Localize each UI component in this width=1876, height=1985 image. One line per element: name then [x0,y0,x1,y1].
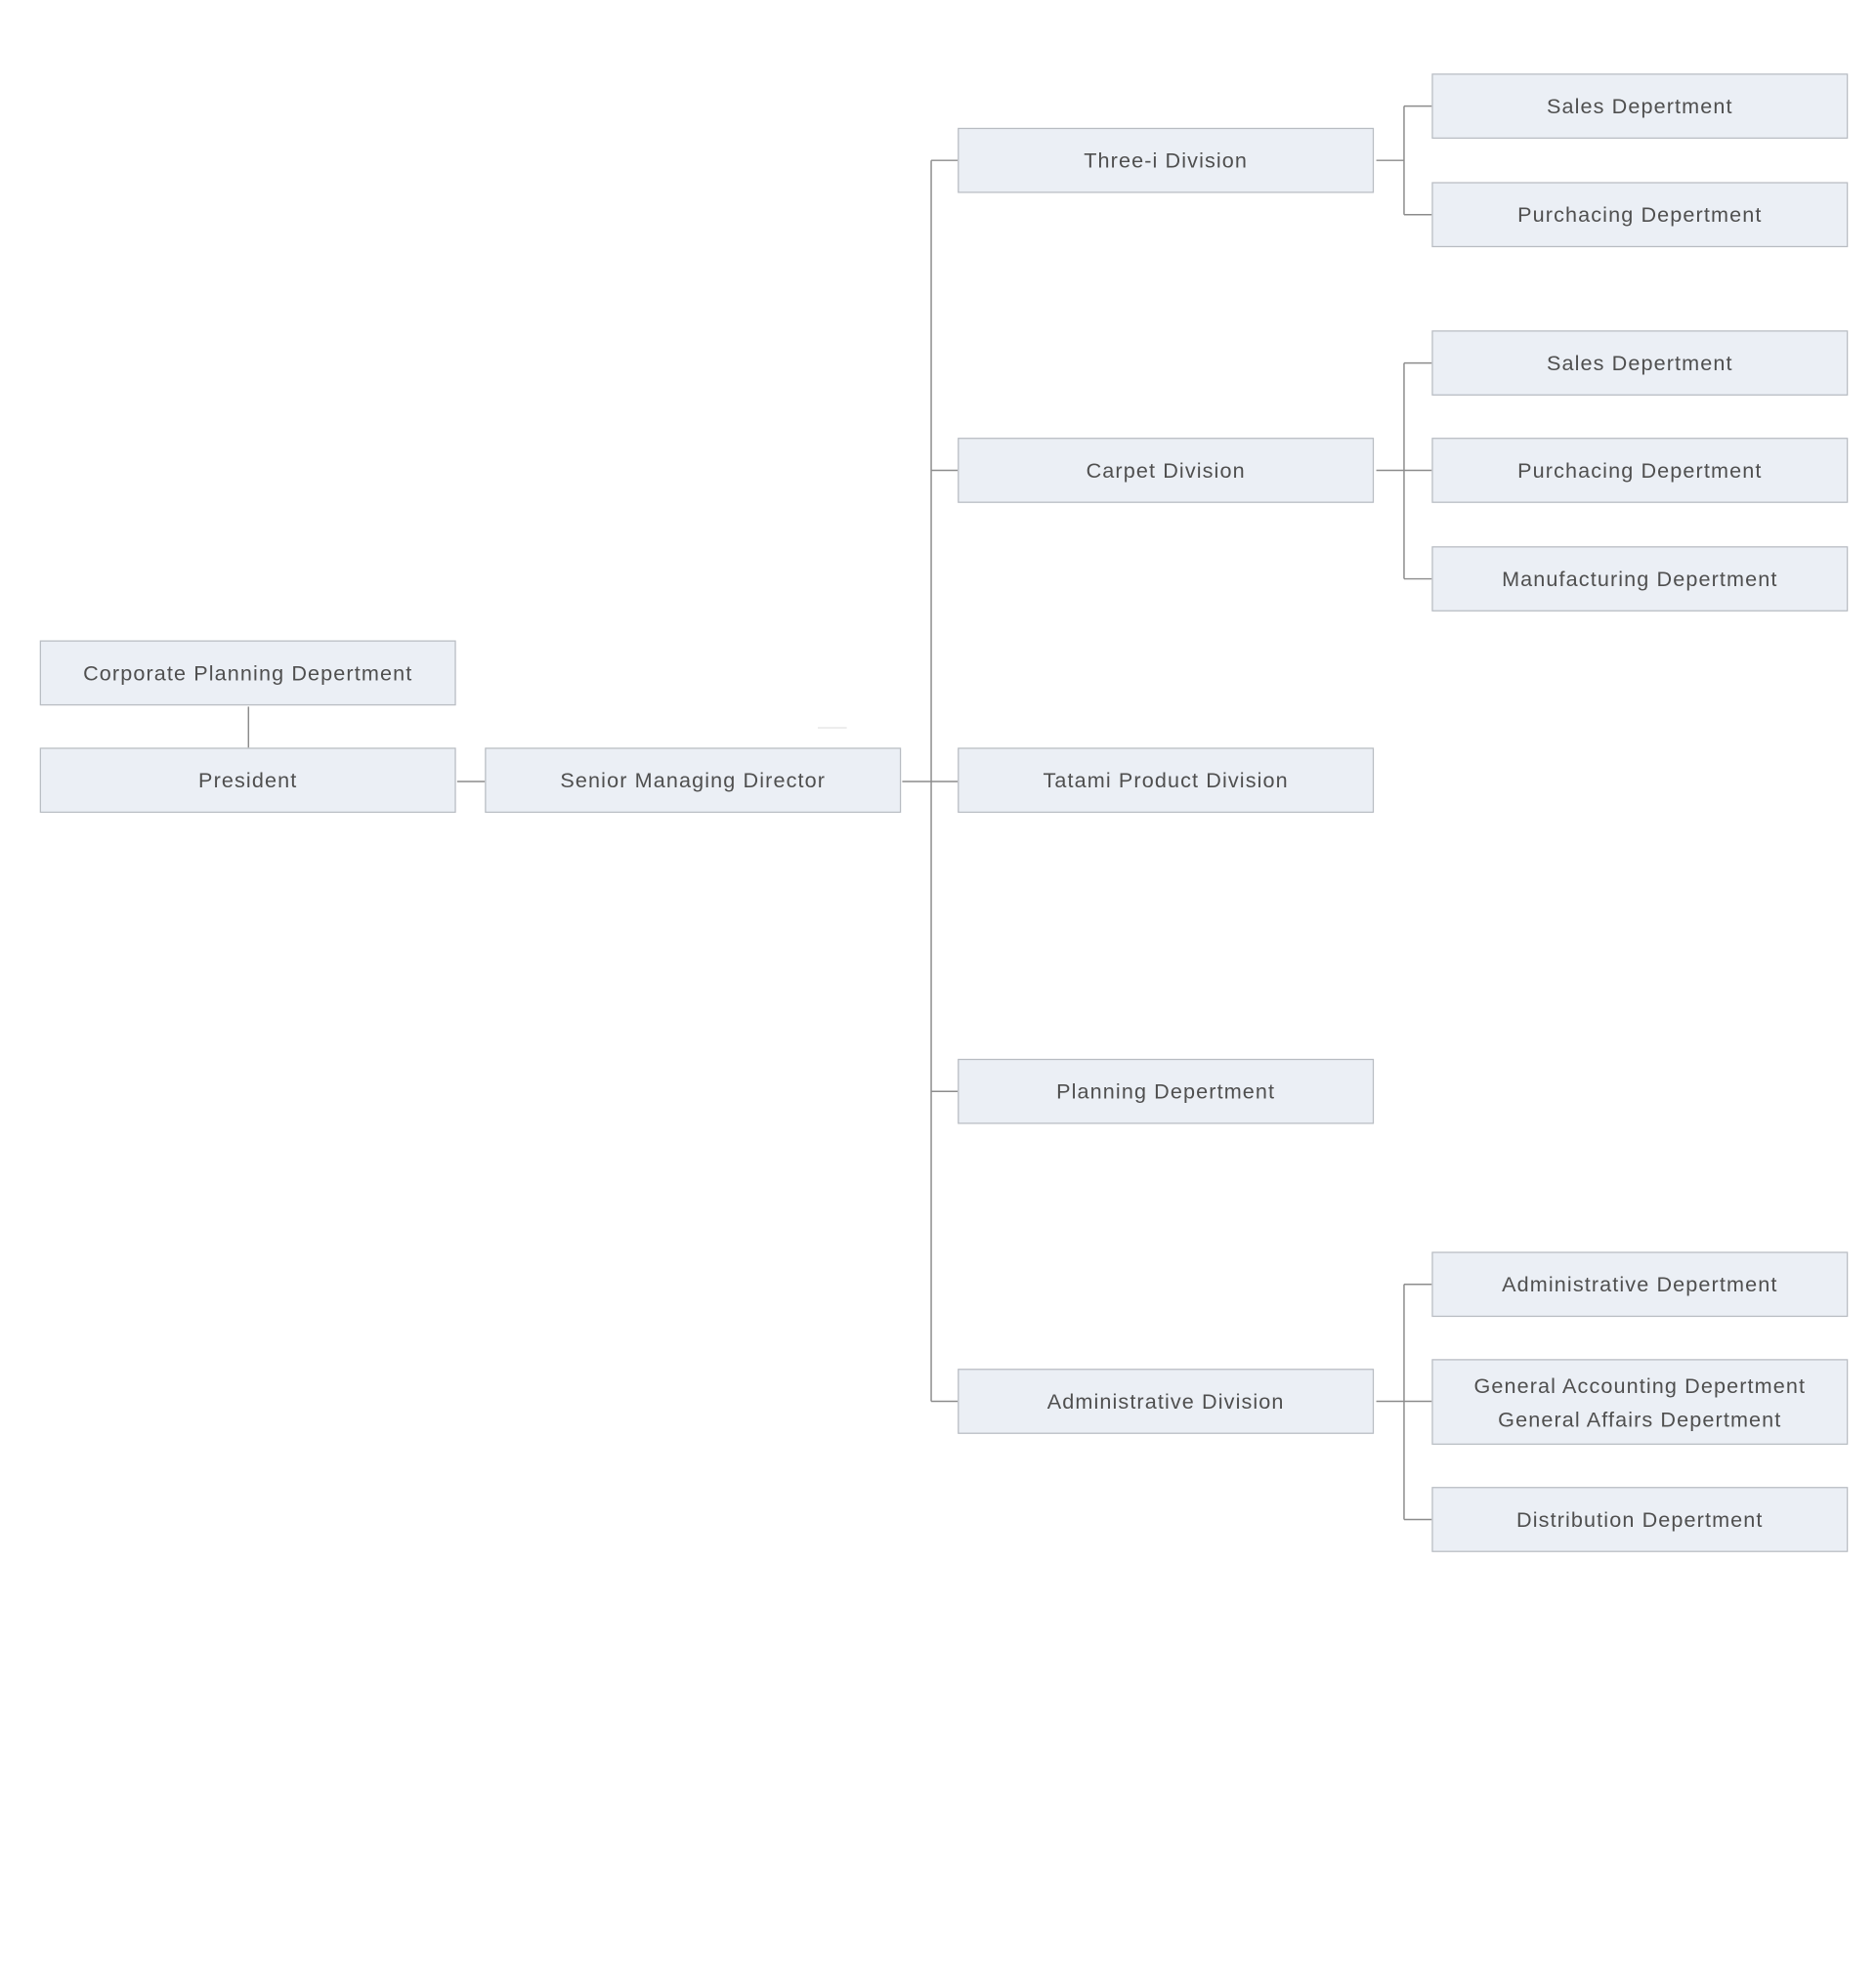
carpet-sales-department-box: Sales Depertment [1431,330,1849,396]
three-i-division-box: Three-i Division [958,127,1375,193]
general-accounting-affairs-department-box: General Accounting Depertment General Af… [1431,1359,1849,1445]
tatami-product-division-box: Tatami Product Division [958,747,1375,814]
administrative-division-box: Administrative Division [958,1369,1375,1434]
corporate-planning-box: Corporate Planning Depertment [39,640,456,706]
president-box: President [39,747,456,814]
senior-managing-director-box: Senior Managing Director [485,747,902,814]
three-i-purchasing-department-box: Purchacing Depertment [1431,182,1849,248]
carpet-purchasing-department-box: Purchacing Depertment [1431,438,1849,503]
carpet-division-box: Carpet Division [958,438,1375,503]
divider [817,727,847,729]
three-i-sales-department-box: Sales Depertment [1431,73,1849,139]
planning-department-box: Planning Depertment [958,1058,1375,1124]
carpet-manufacturing-department-box: Manufacturing Depertment [1431,546,1849,612]
administrative-department-box: Administrative Depertment [1431,1251,1849,1318]
connector-lines [247,105,1432,1521]
distribution-department-box: Distribution Depertment [1431,1487,1849,1552]
